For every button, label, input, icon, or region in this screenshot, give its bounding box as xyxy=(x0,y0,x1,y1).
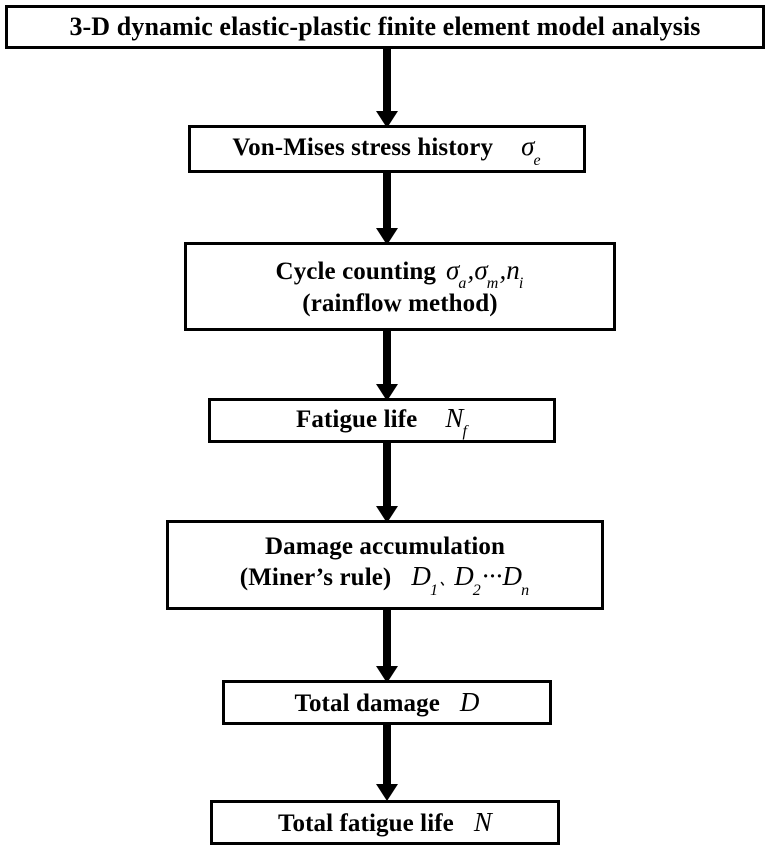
symbol-n-i: ni xyxy=(506,254,524,292)
symbol-n: N xyxy=(473,807,492,837)
node-damage-accumulation[interactable]: Damage accumulation (Miner’s rule)D1、D2·… xyxy=(166,520,604,610)
n-glyph: N xyxy=(445,402,464,433)
node-von-mises-line-1: Von-Mises stress history σe xyxy=(232,131,542,168)
node-damage-accumulation-line-2: (Miner’s rule)D1、D2···Dn xyxy=(239,561,530,598)
sigma-glyph: σ xyxy=(474,254,488,285)
arrow-shaft xyxy=(383,48,391,111)
arrow-total-damage-to-total-fatigue-life xyxy=(376,725,398,801)
sigma-glyph: σ xyxy=(521,131,535,162)
symbol-d: D xyxy=(459,687,480,717)
n-glyph: n xyxy=(506,254,520,285)
node-total-damage-line-1: Total damage D xyxy=(294,687,479,718)
node-fatigue-life-line-1: Fatigue life Nf xyxy=(296,402,468,440)
arrow-head xyxy=(376,784,398,801)
node-fatigue-life[interactable]: Fatigue life Nf xyxy=(208,398,556,443)
arrow-head xyxy=(376,506,398,523)
arrow-analysis-to-von-mises xyxy=(376,48,398,128)
node-fatigue-life-label: Fatigue life xyxy=(296,405,418,433)
node-fem-analysis[interactable]: 3-D dynamic elastic-plastic finite eleme… xyxy=(5,5,765,49)
symbol-sigma-a: σa xyxy=(445,254,468,292)
d-glyph: D xyxy=(502,561,523,592)
sigma-subscript: a xyxy=(458,275,467,293)
d-subscript: 1 xyxy=(429,581,439,599)
node-cycle-counting-label: Cycle counting xyxy=(275,257,436,285)
node-total-fatigue-life-line-1: Total fatigue life N xyxy=(278,807,492,838)
arrow-shaft xyxy=(383,725,391,784)
arrow-head xyxy=(376,666,398,683)
node-fem-analysis-line-1: 3-D dynamic elastic-plastic finite eleme… xyxy=(69,12,701,42)
symbol-d-2: D2 xyxy=(454,561,482,598)
sigma-subscript: m xyxy=(486,275,499,293)
arrow-shaft xyxy=(383,172,391,228)
node-total-damage[interactable]: Total damage D xyxy=(222,680,552,725)
arrow-head xyxy=(376,384,398,401)
arrow-shaft xyxy=(383,330,391,384)
node-total-damage-label: Total damage xyxy=(294,690,440,717)
node-total-fatigue-life[interactable]: Total fatigue life N xyxy=(210,800,560,845)
comma-1: , xyxy=(467,254,475,285)
miners-rule-label: (Miner’s rule) xyxy=(239,564,392,592)
arrow-damage-accumulation-to-total-damage xyxy=(376,610,398,683)
symbol-d-n: Dn xyxy=(502,561,530,598)
symbol-sigma-m: σm xyxy=(474,254,499,292)
arrow-cycle-counting-to-fatigue-life xyxy=(376,330,398,401)
symbol-n-f: Nf xyxy=(445,402,468,440)
enumeration-separator: 、 xyxy=(439,573,455,590)
arrow-head xyxy=(376,111,398,128)
d-subscript: n xyxy=(521,581,530,599)
d-subscript: 2 xyxy=(472,581,481,599)
node-total-fatigue-life-label: Total fatigue life xyxy=(278,810,454,837)
d-glyph: D xyxy=(454,561,474,592)
arrow-fatigue-life-to-damage-accumulation xyxy=(376,443,398,523)
d-glyph: D xyxy=(411,561,431,592)
node-von-mises-stress-history[interactable]: Von-Mises stress history σe xyxy=(188,125,586,173)
arrow-shaft xyxy=(383,443,391,506)
node-von-mises-label: Von-Mises stress history xyxy=(232,134,494,162)
symbol-d-1: D1 xyxy=(411,561,439,598)
node-damage-accumulation-line-1: Damage accumulation xyxy=(264,533,506,561)
sigma-subscript: e xyxy=(533,151,541,169)
arrow-head xyxy=(376,228,398,245)
node-cycle-counting-line-2: (rainflow method) xyxy=(302,290,498,318)
arrow-von-mises-to-cycle-counting xyxy=(376,172,398,245)
ellipsis: ··· xyxy=(481,561,503,592)
comma-2: , xyxy=(499,254,507,285)
n-subscript: i xyxy=(518,275,524,293)
n-subscript: f xyxy=(462,423,467,441)
arrow-shaft xyxy=(383,610,391,666)
sigma-glyph: σ xyxy=(445,254,460,285)
symbol-sigma-e: σe xyxy=(521,131,542,168)
